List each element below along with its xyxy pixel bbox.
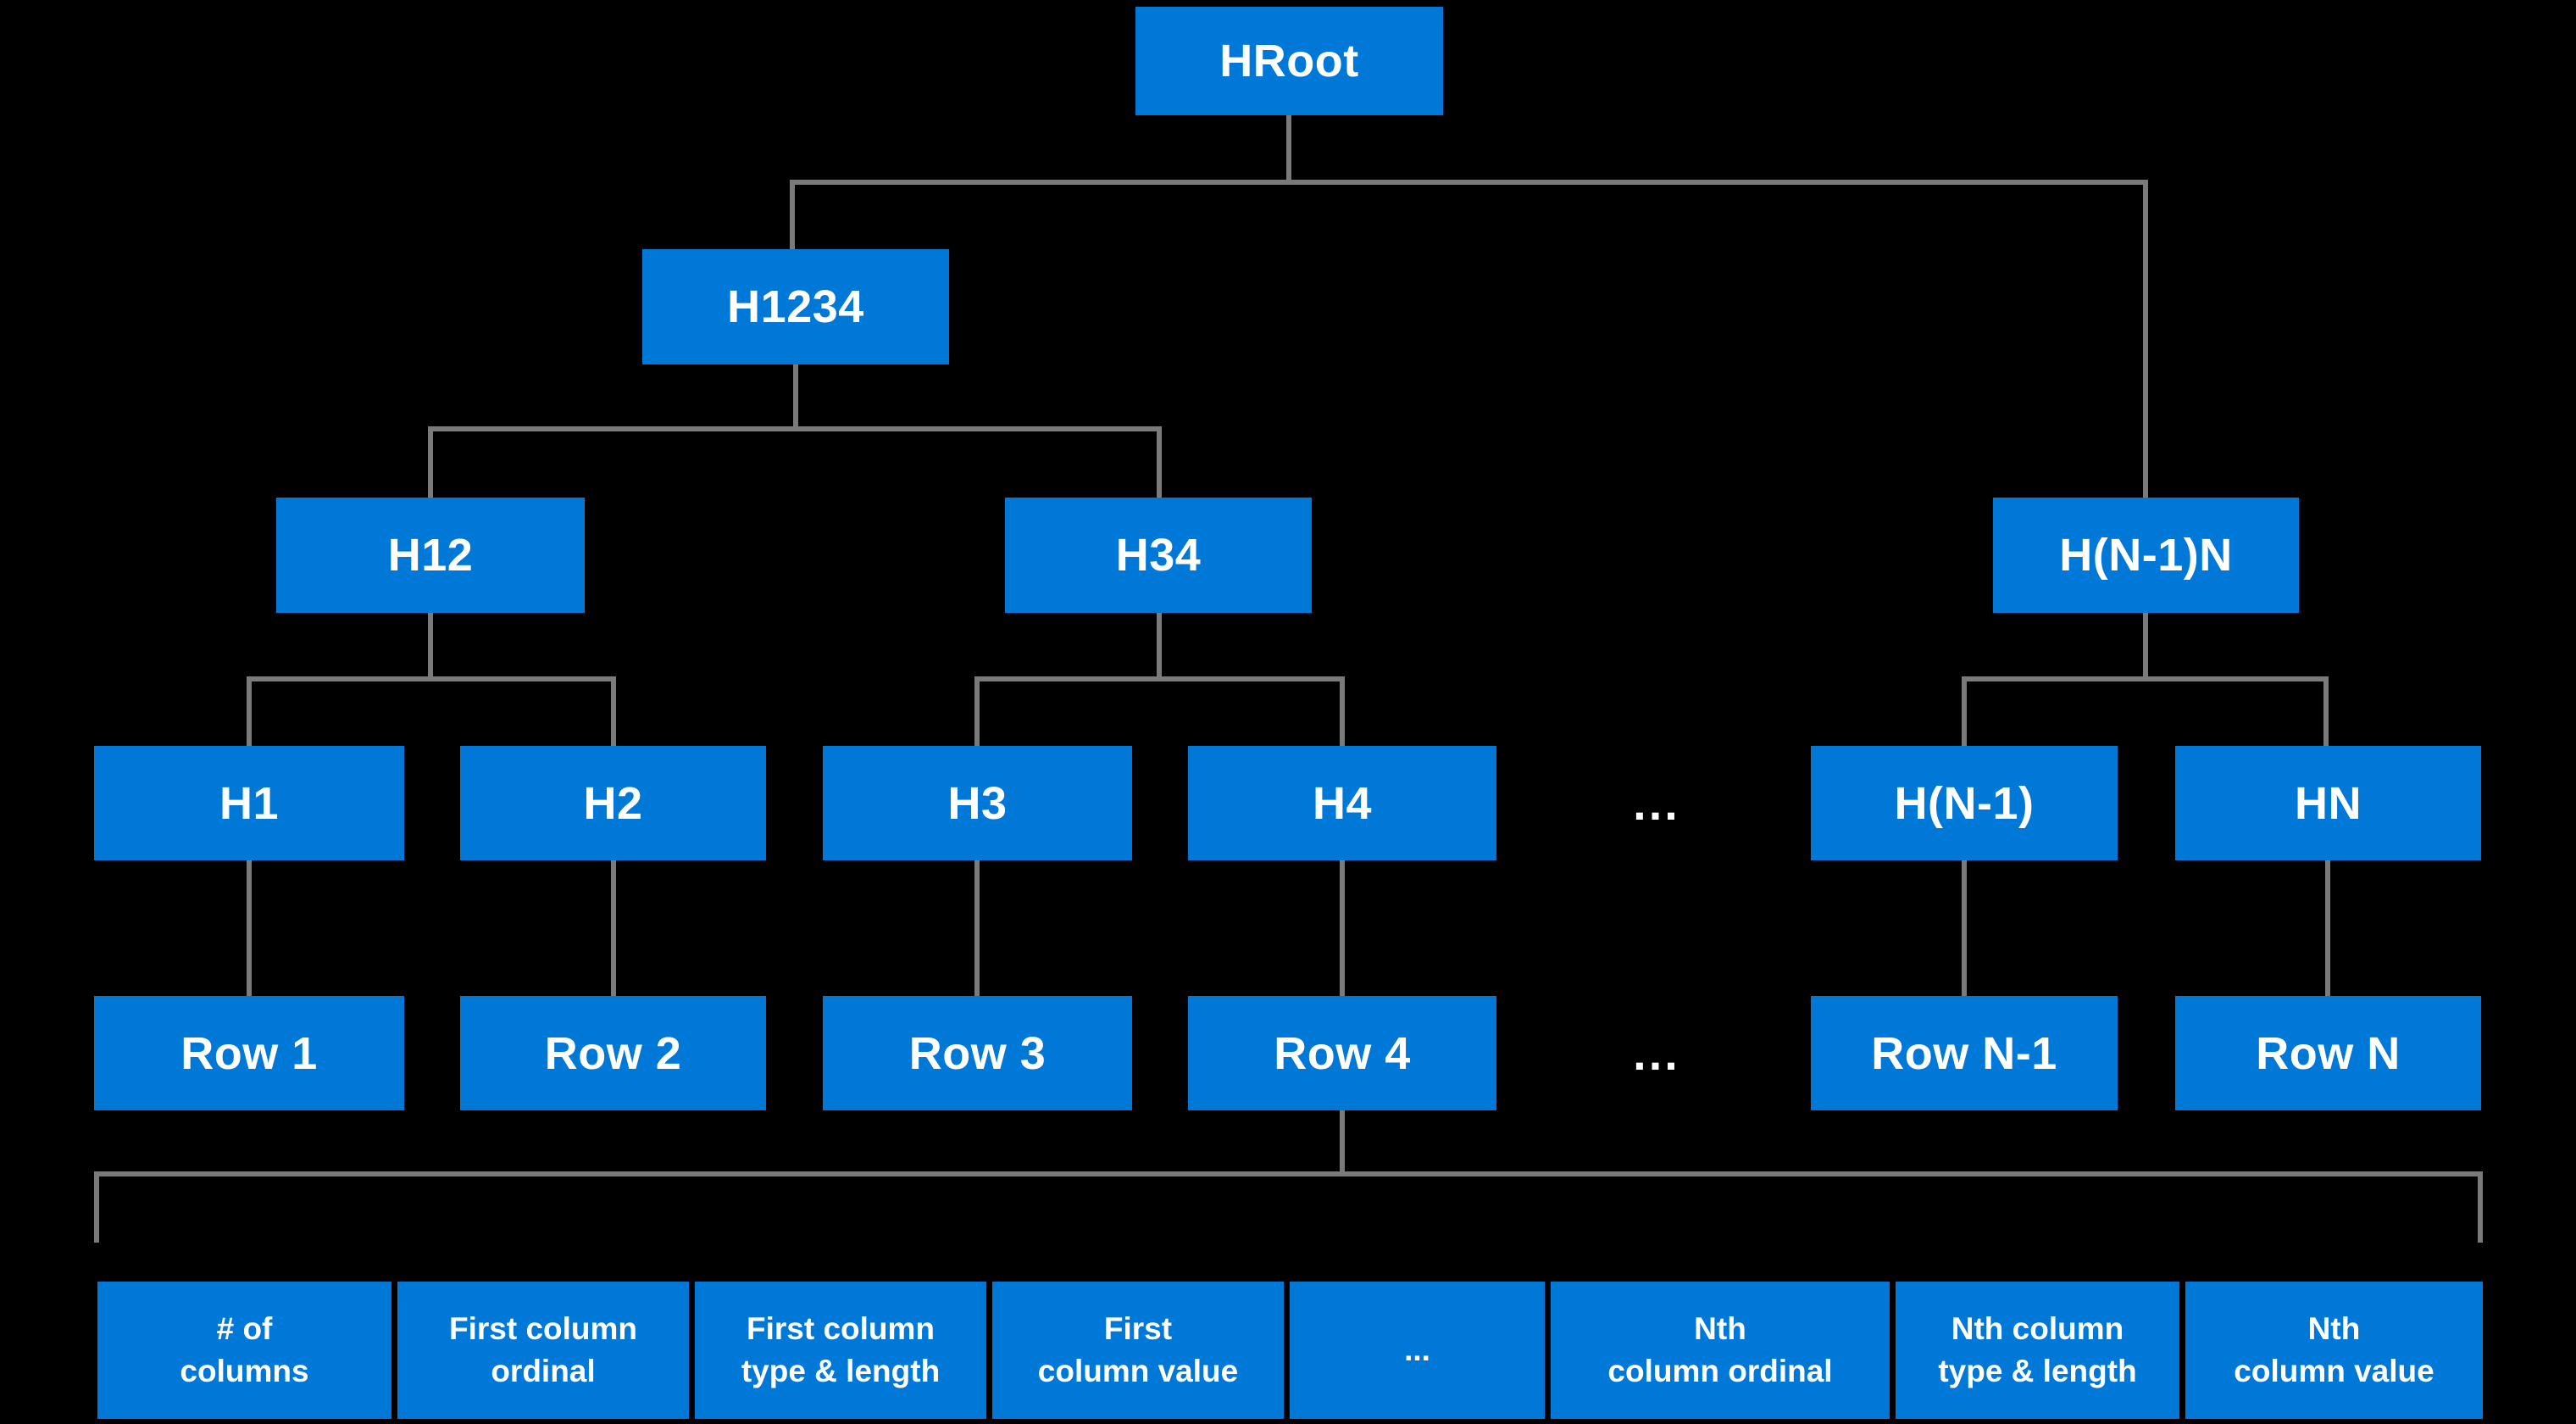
connector-h34-stem: [1157, 613, 1162, 681]
node-h12: H12: [276, 498, 585, 613]
node-row3: Row 3: [823, 996, 1132, 1110]
connector-h1-row1: [247, 860, 252, 996]
node-hroot: HRoot: [1135, 7, 1443, 115]
node-h2: H2: [460, 746, 766, 860]
connector-row4-stem: [1340, 1110, 1345, 1174]
header-row-ellipsis: ...: [1633, 776, 1680, 830]
node-row2: Row 2: [460, 996, 766, 1110]
field-ellipsis: ...: [1290, 1282, 1545, 1419]
node-hn: HN: [2175, 746, 2481, 860]
connector-hn1-rown1: [1962, 860, 1967, 996]
connector-drop-h1: [247, 676, 252, 746]
node-hn1n: H(N-1)N: [1993, 498, 2299, 613]
connector-h12-stem: [428, 613, 433, 681]
connector-level1-bar: [790, 180, 2148, 185]
node-row4: Row 4: [1188, 996, 1496, 1110]
field-nth-ordinal: Nth column ordinal: [1551, 1282, 1890, 1419]
connector-h34-bar: [974, 676, 1345, 681]
node-h34: H34: [1005, 498, 1312, 613]
node-h1234: H1234: [642, 249, 949, 364]
data-row-ellipsis: ...: [1633, 1026, 1680, 1080]
connector-hroot-stem: [1286, 115, 1291, 183]
connector-h1234-stem: [793, 364, 798, 431]
node-rown1: Row N-1: [1811, 996, 2118, 1110]
field-first-type-length: First column type & length: [695, 1282, 986, 1419]
connector-level1-drop-hn1n: [2143, 180, 2148, 498]
connector-drop-h3: [974, 676, 980, 746]
node-h4: H4: [1188, 746, 1496, 860]
connector-fields-right-stub: [2478, 1171, 2483, 1243]
connector-fields-bar: [94, 1171, 2483, 1176]
node-row1: Row 1: [94, 996, 404, 1110]
connector-h4-row4: [1340, 860, 1345, 996]
node-hn1: H(N-1): [1811, 746, 2118, 860]
connector-h12-bar: [247, 676, 616, 681]
connector-hn1n-bar: [1962, 676, 2329, 681]
connector-drop-hn: [2323, 676, 2329, 746]
connector-drop-hn1: [1962, 676, 1967, 746]
connector-hn1n-stem: [2143, 613, 2148, 681]
node-h3: H3: [823, 746, 1132, 860]
node-h1: H1: [94, 746, 404, 860]
field-num-columns: # of columns: [97, 1282, 391, 1419]
field-nth-type-length: Nth column type & length: [1896, 1282, 2179, 1419]
field-first-ordinal: First column ordinal: [397, 1282, 689, 1419]
connector-drop-h2: [611, 676, 616, 746]
node-rown: Row N: [2175, 996, 2481, 1110]
connector-hn-rown: [2325, 860, 2330, 996]
connector-drop-h4: [1340, 676, 1345, 746]
connector-level2-drop-h12: [428, 426, 433, 498]
connector-h3-row3: [974, 860, 980, 996]
connector-fields-left-stub: [94, 1171, 99, 1243]
field-first-value: First column value: [992, 1282, 1284, 1419]
connector-level1-drop-h1234: [790, 180, 795, 249]
connector-level2-drop-h34: [1157, 426, 1162, 498]
connector-h2-row2: [611, 860, 616, 996]
connector-level2-bar: [428, 426, 1162, 431]
field-nth-value: Nth column value: [2185, 1282, 2483, 1419]
